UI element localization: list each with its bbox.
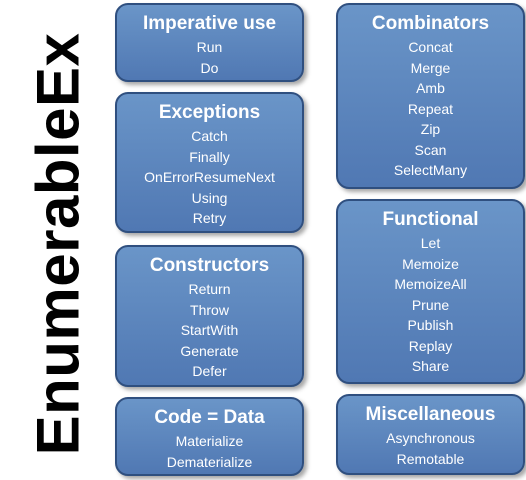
list-item: Concat xyxy=(408,39,453,55)
group-heading: Code = Data xyxy=(154,407,265,428)
diagram-title: EnumerableEx xyxy=(24,32,92,456)
list-item: Dematerialize xyxy=(166,453,253,470)
list-item: Memoize xyxy=(402,255,459,272)
group-heading: Functional xyxy=(382,209,479,230)
list-item: Materialize xyxy=(175,433,244,449)
list-item: StartWith xyxy=(180,322,239,338)
group-miscellaneous: Miscellaneous Asynchronous Remotable xyxy=(336,394,525,475)
list-item: Publish xyxy=(407,317,454,333)
list-item: Repeat xyxy=(407,100,454,117)
group-exceptions: Exceptions Catch Finally OnErrorResumeNe… xyxy=(115,92,304,233)
group-functional: Functional Let Memoize MemoizeAll Prune … xyxy=(336,199,525,384)
list-item: Throw xyxy=(190,301,229,318)
list-item: SelectMany xyxy=(393,162,468,178)
list-item: Generate xyxy=(180,342,239,359)
group-constructors: Constructors Return Throw StartWith Gene… xyxy=(115,245,304,387)
group-imperative-use: Imperative use Run Do xyxy=(115,3,304,82)
list-item: Using xyxy=(191,189,228,206)
list-item: Amb xyxy=(416,80,445,96)
group-heading: Constructors xyxy=(149,255,270,276)
list-item: Retry xyxy=(192,210,227,226)
list-item: Remotable xyxy=(396,450,465,467)
list-item: Merge xyxy=(410,59,451,76)
list-item: Scan xyxy=(414,141,447,158)
group-heading: Combinators xyxy=(371,13,490,34)
list-item: Catch xyxy=(191,128,228,144)
group-combinators: Combinators Concat Merge Amb Repeat Zip … xyxy=(336,3,525,189)
list-item: Return xyxy=(188,281,231,297)
group-heading: Imperative use xyxy=(142,13,277,34)
list-item: Replay xyxy=(408,337,453,354)
group-heading: Exceptions xyxy=(158,102,261,123)
list-item: OnErrorResumeNext xyxy=(144,169,275,185)
list-item: Zip xyxy=(420,121,441,137)
list-item: Prune xyxy=(411,296,450,313)
list-item: Run xyxy=(196,39,223,55)
list-item: Finally xyxy=(189,148,230,165)
list-item: Do xyxy=(200,59,219,76)
group-code-data: Code = Data Materialize Dematerialize xyxy=(115,397,304,476)
list-item: Asynchronous xyxy=(386,430,475,446)
list-item: Defer xyxy=(192,363,227,379)
list-item: MemoizeAll xyxy=(394,276,467,292)
list-item: Share xyxy=(411,358,450,374)
list-item: Let xyxy=(420,235,441,251)
group-heading: Miscellaneous xyxy=(365,404,496,425)
